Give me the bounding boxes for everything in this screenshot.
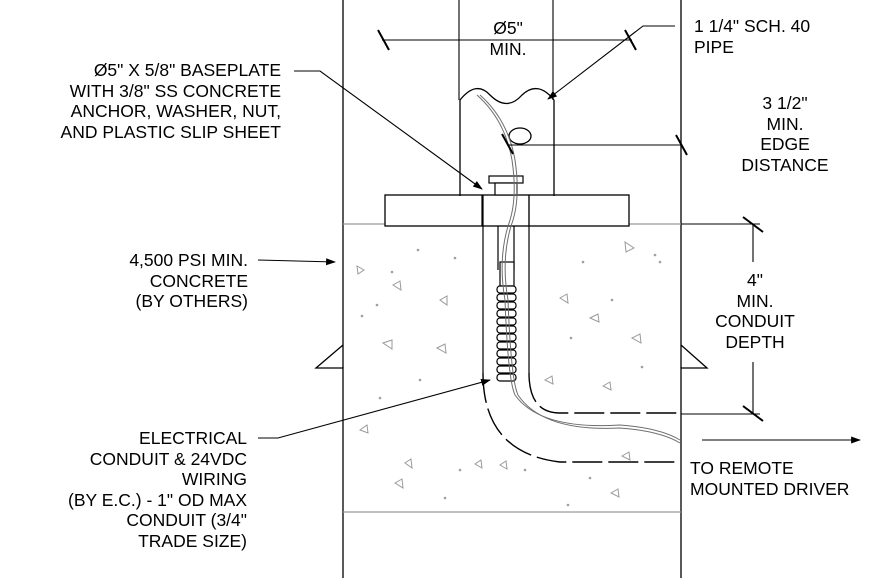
label-line: 4"	[747, 270, 763, 290]
dimension-lines	[377, 0, 764, 422]
label-line: Ø5"	[493, 18, 523, 38]
label-line: CONDUIT (3/4"	[126, 510, 247, 530]
label-line: MIN.	[766, 113, 804, 134]
wiring	[476, 94, 681, 444]
concrete-hatch	[356, 240, 662, 507]
label-line: TRADE SIZE)	[138, 530, 247, 551]
label-line: ANCHOR, WASHER, NUT,	[70, 101, 281, 121]
anchor-bolt	[481, 175, 530, 373]
remote-driver-label: TO REMOTE MOUNTED DRIVER	[690, 458, 849, 499]
label-line: ELECTRICAL	[139, 428, 247, 448]
label-line: DISTANCE	[741, 154, 829, 175]
conduit-wiring-label: ELECTRICAL CONDUIT & 24VDC WIRING (BY E.…	[40, 428, 247, 551]
label-line: MIN.	[736, 290, 774, 311]
label-line: (BY OTHERS)	[135, 291, 248, 311]
label-line: 1 1/4" SCH. 40	[694, 16, 811, 36]
label-line: Ø5" X 5/8" BASEPLATE	[93, 60, 281, 80]
label-line: (BY E.C.) - 1" OD MAX	[68, 489, 247, 510]
label-line: TO REMOTE	[690, 458, 794, 478]
baseplate-label: Ø5" X 5/8" BASEPLATE WITH 3/8" SS CONCRE…	[48, 60, 281, 142]
label-line: AND PLASTIC SLIP SHEET	[60, 121, 281, 142]
label-line: MIN.	[489, 38, 527, 59]
label-line: CONDUIT	[715, 311, 795, 331]
label-line: EDGE	[760, 134, 810, 154]
label-line: MOUNTED DRIVER	[690, 478, 850, 499]
baseplate	[384, 194, 630, 227]
pipe-spec-label: 1 1/4" SCH. 40 PIPE	[694, 16, 810, 57]
leader-lines	[257, 25, 861, 444]
label-line: CONCRETE	[149, 270, 248, 291]
pipe-width-dimension-label: Ø5" MIN.	[480, 18, 536, 59]
label-line: 3 1/2"	[762, 93, 808, 113]
label-line: CONDUIT & 24VDC	[89, 448, 247, 469]
conduit-sweep	[482, 372, 680, 463]
concrete-label: 4,500 PSI MIN. CONCRETE (BY OTHERS)	[100, 250, 248, 312]
conduit-fitting	[496, 261, 517, 382]
edge-distance-label: 3 1/2" MIN. EDGE DISTANCE	[730, 93, 840, 175]
conduit-depth-label: 4" MIN. CONDUIT DEPTH	[710, 270, 800, 352]
label-line: WIRING	[181, 469, 247, 489]
label-line: 4,500 PSI MIN.	[129, 250, 248, 270]
label-line: WITH 3/8" SS CONCRETE	[69, 80, 281, 101]
label-line: PIPE	[694, 36, 734, 57]
label-line: DEPTH	[725, 331, 785, 352]
pipe	[459, 88, 555, 196]
